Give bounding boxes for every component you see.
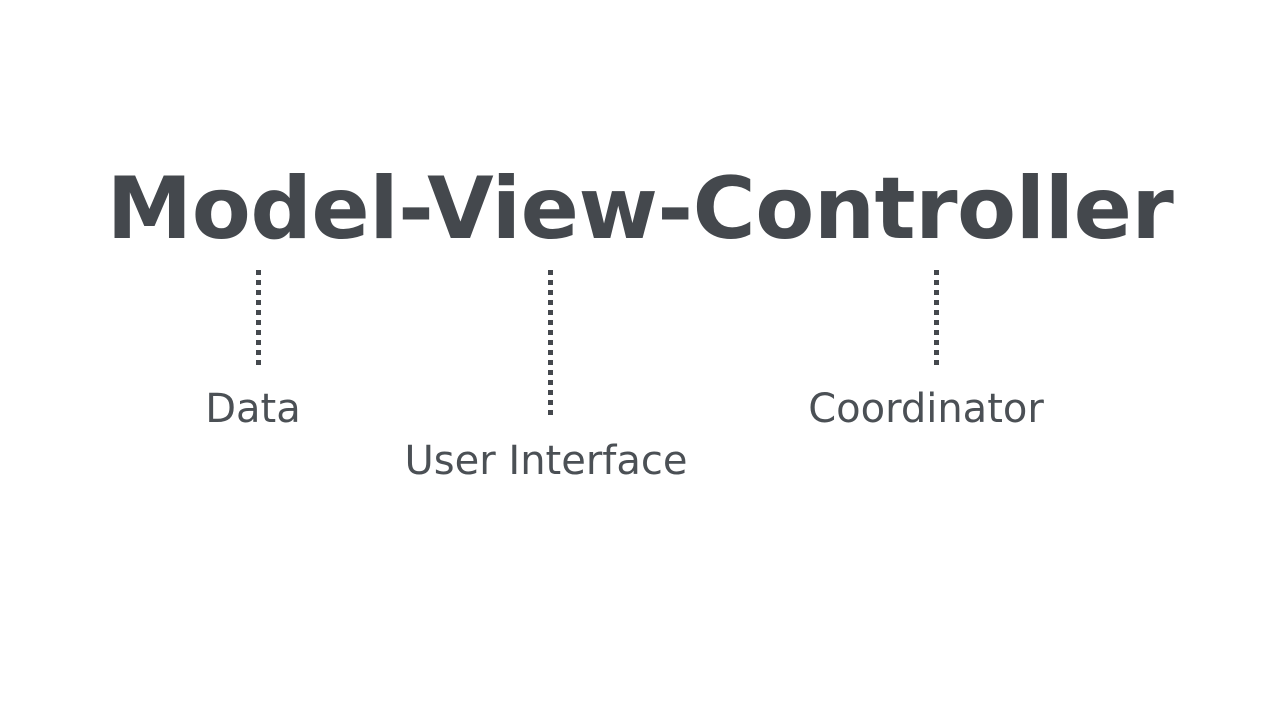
annotation-label-model: Data <box>205 386 301 432</box>
leader-line-view <box>548 270 553 417</box>
leader-line-controller <box>934 270 939 367</box>
leader-line-model <box>256 270 261 367</box>
page-title: Model-View-Controller <box>106 159 1174 259</box>
annotation-label-view: User Interface <box>404 438 688 484</box>
annotation-label-controller: Coordinator <box>808 386 1044 432</box>
